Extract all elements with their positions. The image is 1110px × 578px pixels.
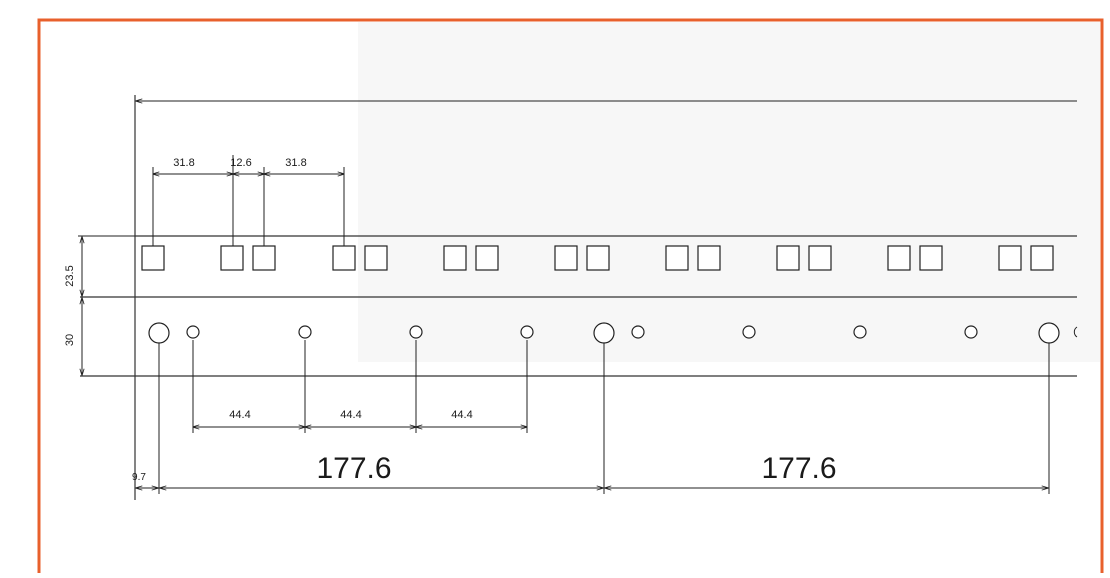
square-hole — [665, 245, 689, 271]
square-hole — [887, 245, 911, 271]
square-hole — [364, 245, 388, 271]
small-round-hole — [964, 325, 978, 339]
partial-round-hole — [1073, 326, 1078, 338]
small-round-hole — [298, 325, 312, 339]
large-round-hole — [593, 322, 615, 344]
small-round-hole — [409, 325, 423, 339]
square-hole — [919, 245, 943, 271]
square-hole — [776, 245, 800, 271]
hole-dimension-extensions — [158, 340, 1050, 494]
square-hole — [252, 245, 276, 271]
dim-label-square-left: 31.8 — [173, 157, 194, 169]
small-round-hole — [853, 325, 867, 339]
small-round-hole — [186, 325, 200, 339]
dim-label-hole-row-height: 30 — [64, 334, 76, 346]
dim-label-edge-offset: 9.7 — [132, 472, 146, 483]
dim-label-square-gap: 12.6 — [230, 157, 251, 169]
square-hole — [332, 245, 356, 271]
square-hole — [141, 245, 165, 271]
dim-label-hole-3: 44.4 — [451, 409, 472, 421]
dim-label-hole-1: 44.4 — [229, 409, 250, 421]
square-dimension-extensions — [152, 155, 345, 246]
square-hole — [220, 245, 244, 271]
square-hole — [443, 245, 467, 271]
drawing-frame-border — [37, 18, 1104, 578]
small-round-hole — [631, 325, 645, 339]
square-hole — [475, 245, 499, 271]
dim-label-square-right: 31.8 — [285, 157, 306, 169]
square-hole — [697, 245, 721, 271]
square-hole — [808, 245, 832, 271]
large-round-hole — [148, 322, 170, 344]
dim-label-hole-2: 44.4 — [340, 409, 361, 421]
square-hole — [554, 245, 578, 271]
small-round-hole — [742, 325, 756, 339]
shaded-region — [358, 22, 1100, 362]
square-hole — [998, 245, 1022, 271]
round-hole-row — [148, 322, 1078, 344]
dim-label-big-pitch-2: 177.6 — [761, 452, 836, 485]
dim-label-big-pitch-1: 177.6 — [316, 452, 391, 485]
small-round-hole — [520, 325, 534, 339]
large-round-hole — [1038, 322, 1060, 344]
square-hole — [1030, 245, 1054, 271]
square-hole — [586, 245, 610, 271]
dim-label-row-height: 23.5 — [64, 265, 76, 286]
